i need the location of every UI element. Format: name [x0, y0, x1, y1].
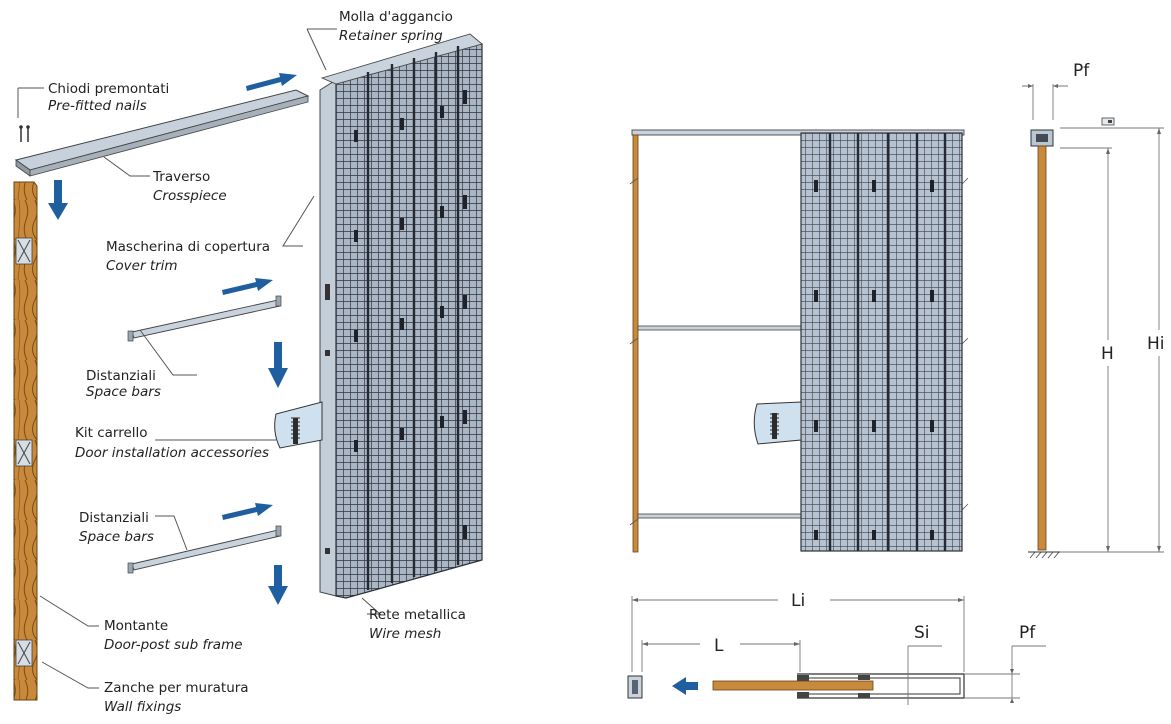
leader-lines [17, 28, 382, 689]
wall-fixing-icon [15, 439, 33, 467]
crosspiece [14, 89, 310, 177]
plan-view [627, 673, 965, 699]
accessories-kit [274, 401, 323, 449]
nail-icons [19, 125, 30, 142]
label-spacers1-en: Space bars [86, 384, 161, 400]
side-section [1028, 117, 1115, 559]
wall-fixing-icon [15, 639, 33, 667]
dim-hi: Hi [1147, 334, 1165, 354]
space-bar [127, 525, 282, 574]
label-spacers2-it: Distanziali [79, 510, 149, 526]
label-nails-it: Chiodi premontati [48, 81, 169, 97]
label-post-it: Montante [104, 618, 168, 634]
arrow-down-icon [268, 565, 288, 605]
front-elevation [629, 129, 969, 553]
clip-icon [1101, 117, 1115, 126]
arrow-right-icon [222, 503, 273, 520]
dimension-lines [1022, 84, 1164, 553]
dim-l: L [714, 636, 724, 656]
plan-dimension-lines [631, 596, 1046, 705]
dim-si: Si [914, 623, 930, 643]
wall-fixing-icon [15, 237, 33, 265]
label-crosspiece-it: Traverso [152, 169, 210, 185]
label-cover-it: Mascherina di copertura [106, 239, 270, 255]
label-kit-it: Kit carrello [75, 425, 148, 441]
dim-li: Li [791, 591, 805, 611]
label-mesh-it: Rete metallica [369, 607, 466, 623]
label-mesh-en: Wire mesh [369, 626, 441, 642]
space-bar [127, 295, 282, 342]
arrow-down-icon [268, 342, 288, 388]
label-cover-en: Cover trim [106, 258, 178, 274]
label-spring-en: Retainer spring [339, 28, 443, 44]
label-fixings-en: Wall fixings [104, 699, 181, 715]
arrow-down-icon [48, 180, 68, 220]
arrow-left-icon [672, 677, 698, 695]
dim-h: H [1101, 344, 1114, 364]
label-kit-en: Door installation accessories [75, 445, 269, 461]
label-crosspiece-en: Crosspiece [153, 188, 227, 204]
door-post [13, 181, 38, 701]
label-spring-it: Molla d'aggancio [339, 9, 453, 25]
label-nails-en: Pre-fitted nails [48, 98, 147, 114]
label-fixings-it: Zanche per muratura [104, 680, 249, 696]
arrow-right-icon [246, 73, 297, 91]
dim-pf-top: Pf [1073, 61, 1090, 81]
cover-trim [319, 79, 337, 597]
label-spacers1-it: Distanziali [86, 368, 156, 384]
wire-mesh-panel [320, 33, 483, 599]
arrow-right-icon [222, 278, 273, 295]
label-spacers2-en: Space bars [79, 529, 154, 545]
dim-pf-bottom: Pf [1019, 623, 1036, 643]
label-post-en: Door-post sub frame [104, 637, 243, 653]
